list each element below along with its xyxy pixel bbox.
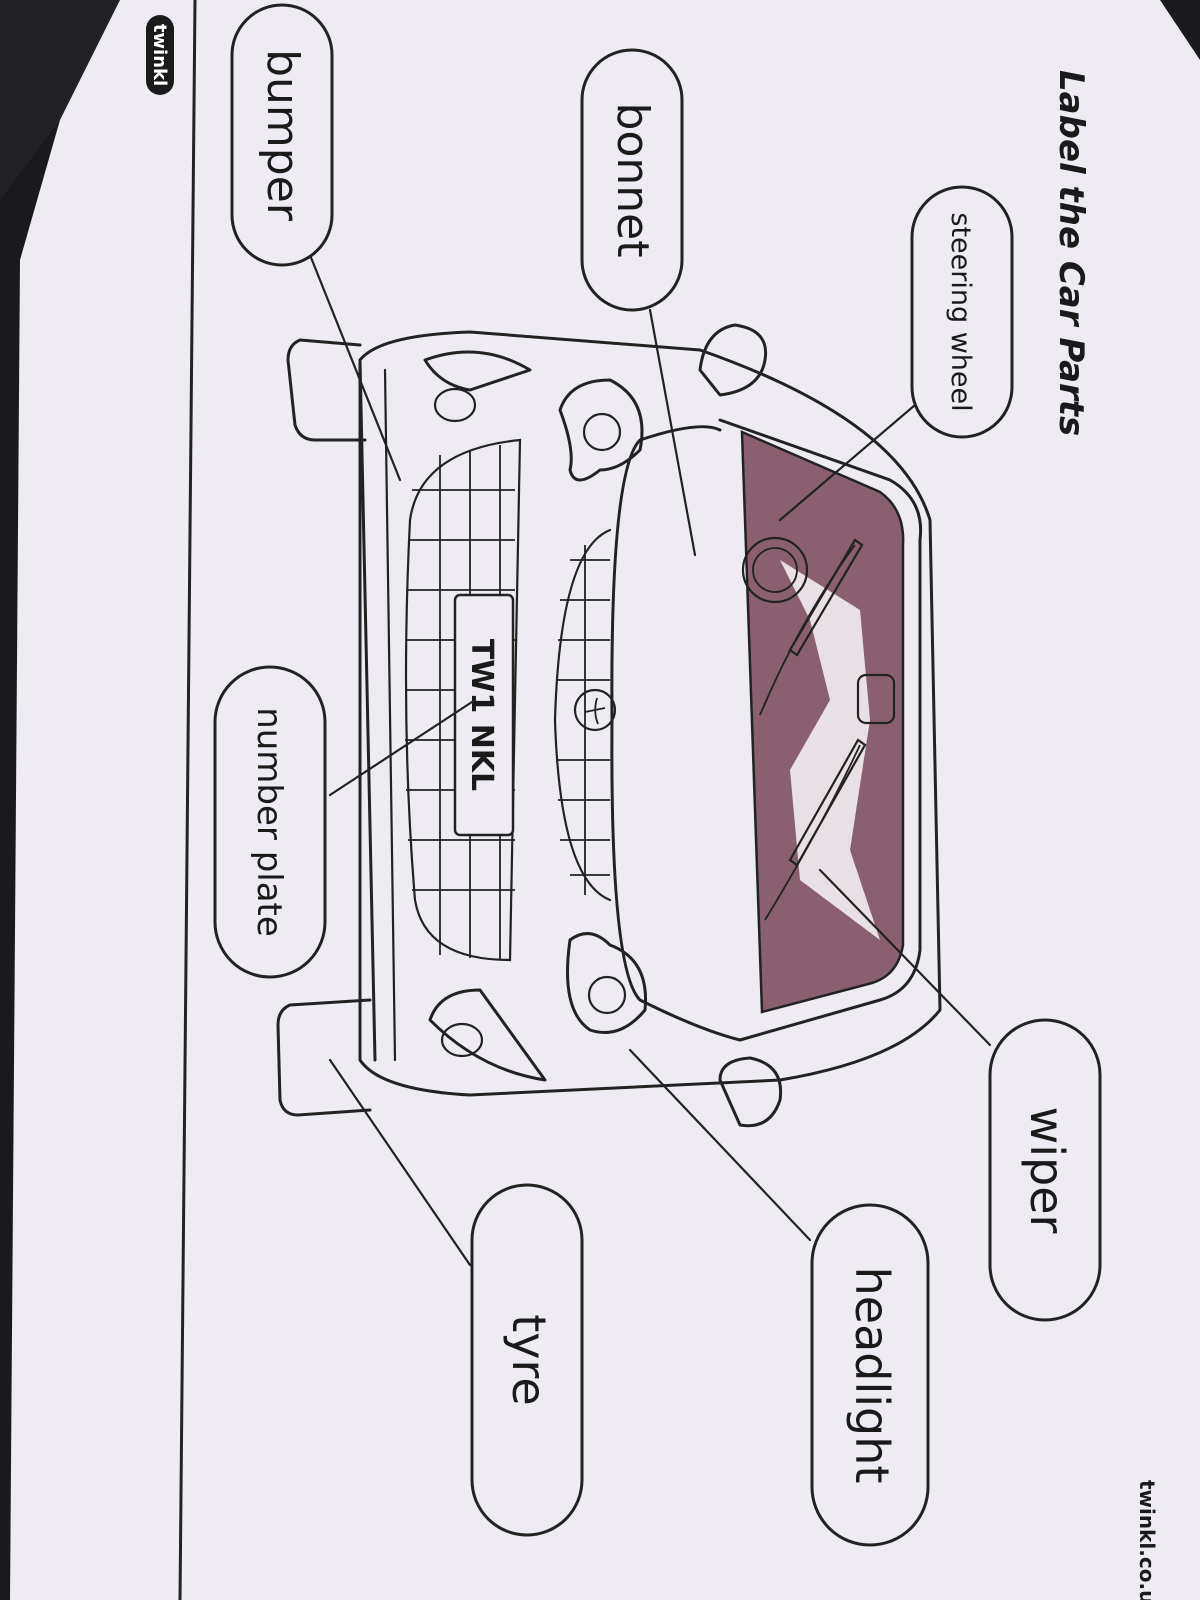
paper-shadow-corner	[0, 0, 120, 200]
worksheet-border	[178, 0, 197, 1600]
footer-url: twinkl.co.uk	[1135, 1480, 1159, 1600]
worksheet-title: Label the Car Parts	[1051, 70, 1091, 436]
car-body	[358, 330, 942, 1097]
brand-logo-text: twinkl	[149, 24, 170, 86]
label-bumper[interactable]: bumper	[230, 3, 334, 267]
headlight-bottom-bulb	[587, 975, 627, 1015]
label-steering-wheel[interactable]: steering wheel	[910, 185, 1014, 439]
number-plate-shape	[453, 593, 515, 837]
label-number-plate[interactable]: number plate	[213, 665, 327, 979]
label-headlight[interactable]: headlight	[810, 1203, 930, 1547]
foglight-top	[423, 350, 532, 392]
tyre-top	[286, 338, 367, 442]
number-plate-text: TW1 NKL	[464, 639, 499, 791]
label-wiper[interactable]: wiper	[988, 1018, 1102, 1322]
label-steering-wheel-text: steering wheel	[945, 212, 976, 411]
upper-grille-lines	[557, 545, 610, 895]
upper-grille	[553, 528, 612, 902]
label-tyre[interactable]: tyre	[470, 1183, 584, 1537]
label-bonnet[interactable]: bonnet	[580, 48, 684, 312]
wiper-bottom	[788, 738, 867, 867]
windscreen-reflection	[780, 560, 880, 940]
label-bonnet-text: bonnet	[607, 103, 658, 258]
tyre-bottom	[276, 998, 372, 1117]
label-tyre-text: tyre	[502, 1314, 556, 1405]
car-illustration: TW1 NKL	[276, 323, 942, 1128]
headlight-top-shape	[558, 378, 644, 482]
mirror-bottom	[718, 1056, 783, 1128]
foglight-bottom	[428, 988, 547, 1082]
leader-lines	[308, 253, 992, 1267]
label-number-plate-text: number plate	[249, 707, 289, 937]
steering-wheel-shape	[741, 536, 809, 604]
label-wiper-text: wiper	[1020, 1107, 1074, 1234]
headlight-bottom-shape	[566, 932, 648, 1034]
twinkl-logo: twinkl	[146, 15, 174, 95]
car-badge	[573, 688, 617, 732]
interior-mirror	[856, 673, 896, 725]
lower-grille	[404, 438, 522, 962]
label-bumper-text: bumper	[257, 49, 308, 222]
windscreen-frame	[718, 418, 923, 1042]
label-headlight-text: headlight	[845, 1267, 899, 1484]
mirror-top	[698, 323, 768, 397]
bumper-shape	[358, 358, 377, 1062]
